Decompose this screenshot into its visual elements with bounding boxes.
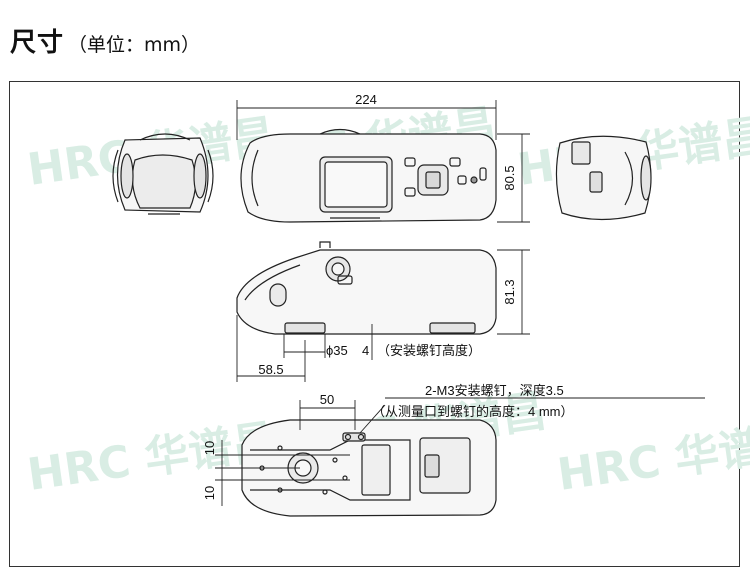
back-view (555, 135, 652, 221)
drawing-frame (9, 81, 740, 567)
screw-note-line1: 2-M3安装螺钉，深度3.5 (425, 383, 564, 398)
page-title: 尺寸（单位：mm） (10, 22, 200, 59)
title-text: 尺寸 (10, 28, 65, 58)
unit-text: （单位：mm） (68, 34, 201, 56)
top-view (240, 128, 497, 223)
dimension-lines (215, 100, 705, 506)
dim-hole-spacing-y2: 10 (202, 486, 217, 500)
watermark-6: HRC 华谱昌 (554, 416, 750, 501)
dim-length: 224 (355, 92, 377, 107)
front-view (112, 133, 214, 215)
watermark-4: HRC 华谱昌 (24, 416, 279, 501)
dim-mount-offset: 4 (362, 343, 369, 358)
dim-height-top: 80.5 (502, 165, 517, 190)
mount-offset-note: （安装螺钉高度） (377, 343, 481, 358)
dim-aperture: ϕ35 (326, 343, 348, 358)
bottom-view (241, 419, 497, 517)
dim-hole-spacing-x: 50 (320, 392, 334, 407)
dim-height-side: 81.3 (502, 279, 517, 304)
side-view (236, 241, 497, 335)
screw-note-line2: （从测量口到螺钉的高度：4 mm） (372, 404, 574, 419)
dim-front-offset: 58.5 (258, 362, 283, 377)
dim-hole-spacing-y1: 10 (202, 441, 217, 455)
